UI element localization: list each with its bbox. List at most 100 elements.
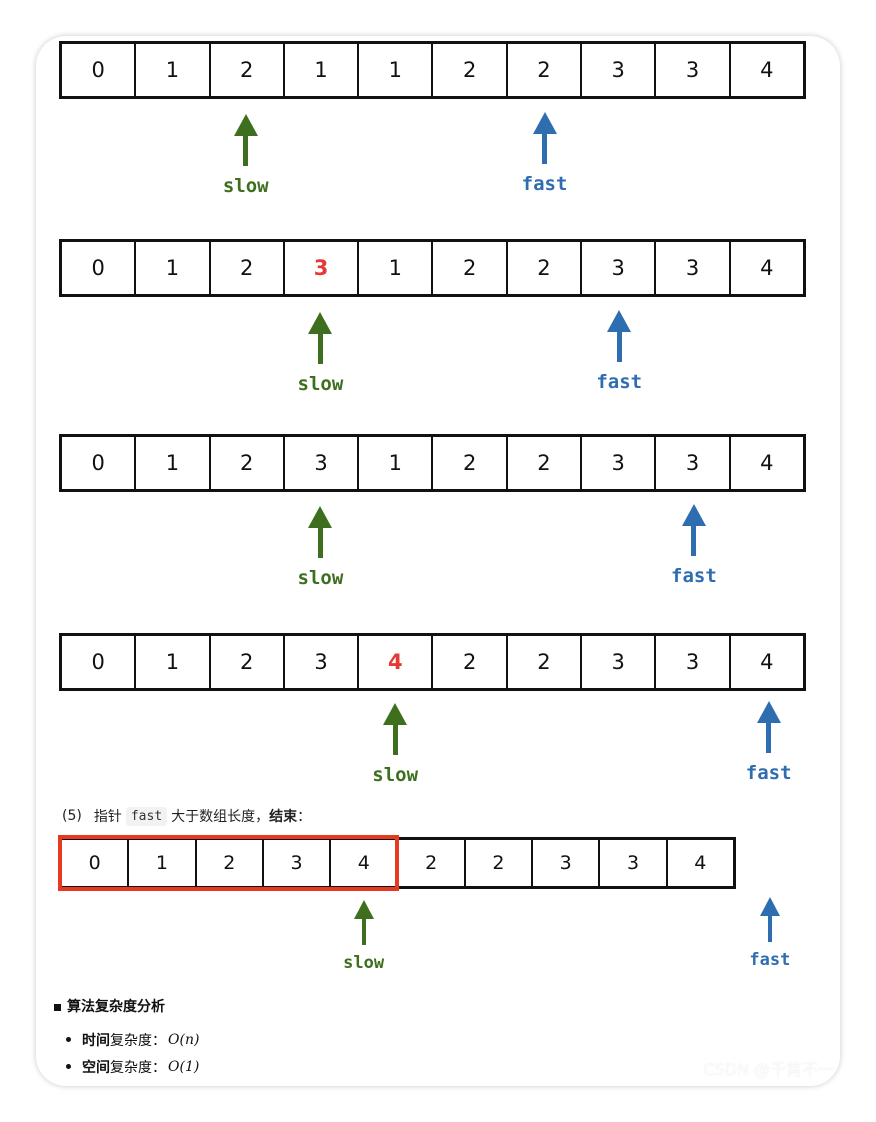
- step-bold-end: 结束: [269, 809, 298, 825]
- rows.3-cell: 3: [285, 636, 360, 688]
- rows.2-cell: 2: [433, 437, 508, 489]
- up-arrow-icon: [308, 506, 333, 528]
- square-bullet-icon: [54, 1003, 61, 1011]
- slow-label: slow: [372, 764, 419, 786]
- fast-label: fast: [745, 762, 792, 784]
- slow-pointer-1: slow: [201, 114, 291, 196]
- fast-label: fast: [671, 565, 717, 587]
- rows.0-cell: 3: [582, 44, 657, 96]
- slow-label: slow: [297, 567, 344, 589]
- complexity-heading: 算法复杂度分析: [54, 996, 165, 1016]
- final_row-cell: 3: [600, 840, 668, 886]
- rows.1-cell: 3: [285, 242, 360, 294]
- rows.2-cell: 1: [136, 437, 211, 489]
- rows.0-cell: 1: [359, 44, 434, 96]
- rows.0-cell: 1: [136, 44, 211, 96]
- slow-label: slow: [297, 373, 344, 395]
- list-item: 空间复杂度：O(1): [66, 1053, 199, 1080]
- up-arrow-icon: [532, 112, 557, 134]
- slow-pointer-3: slow: [275, 506, 365, 588]
- fast-pointer-2: fast: [574, 310, 664, 392]
- final_row-cell: 2: [398, 840, 466, 886]
- step-colon: ：: [297, 809, 312, 825]
- rows.1-cell: 0: [62, 242, 137, 294]
- inline-code: fast: [125, 806, 168, 826]
- up-arrow-icon: [383, 703, 408, 725]
- up-arrow-icon: [308, 312, 333, 334]
- fast-pointer-3: fast: [649, 504, 739, 586]
- rows.2-cell: 2: [508, 437, 583, 489]
- rows.3-cell: 4: [760, 650, 774, 674]
- fast-pointer-1: fast: [500, 112, 590, 194]
- rows.0-cell: 3: [656, 44, 731, 96]
- fast-pointer-final: fast: [725, 897, 815, 970]
- bullet-icon: [66, 1037, 71, 1042]
- fast-label: fast: [596, 371, 643, 393]
- complexity-list: 时间复杂度：O(n) 空间复杂度：O(1): [66, 1026, 199, 1080]
- rows.1-cell: 4: [760, 256, 774, 280]
- rows.2-cell: 3: [656, 437, 731, 489]
- rows.1-cell: 1: [359, 242, 434, 294]
- fast-label: fast: [749, 950, 791, 970]
- rows.0-cell: 2: [433, 44, 508, 96]
- final_row-cell: 2: [466, 840, 534, 886]
- rows.0-cell: 0: [62, 44, 137, 96]
- rows.2-cell: 3: [582, 437, 657, 489]
- rows.0-cell: 4: [760, 58, 774, 82]
- slow-label: slow: [222, 175, 269, 197]
- rows.3-cell: 2: [508, 636, 583, 688]
- rows.1-cell: 3: [656, 242, 731, 294]
- bullet-icon: [66, 1064, 71, 1069]
- rows.2-cell: 4: [760, 451, 774, 475]
- rows.1-cell: 3: [582, 242, 657, 294]
- rows.1-cell: 2: [211, 242, 285, 294]
- step-text-after: 大于数组长度，: [171, 809, 270, 825]
- slow-pointer-final: slow: [319, 900, 409, 973]
- final_row-cell: 0: [62, 840, 130, 886]
- final_row-cell: 3: [533, 840, 601, 886]
- up-arrow-icon: [607, 310, 632, 332]
- rows.3-cell: 3: [656, 636, 731, 688]
- rows.2-cell: 0: [62, 437, 137, 489]
- up-arrow-icon: [759, 897, 780, 916]
- slow-pointer-4: slow: [350, 703, 440, 785]
- slow-pointer-2: slow: [275, 312, 365, 394]
- rows.1-cell: 2: [433, 242, 508, 294]
- list-item: 时间复杂度：O(n): [66, 1026, 199, 1053]
- rows.2-cell: 1: [359, 437, 434, 489]
- rows.3-cell: 4: [359, 636, 434, 688]
- rows.2-cell: 3: [285, 437, 360, 489]
- slow-label: slow: [343, 953, 385, 973]
- final_row-cell: 2: [197, 840, 264, 886]
- up-arrow-icon: [681, 504, 706, 526]
- step-number: (5): [62, 808, 82, 824]
- fast-pointer-4: fast: [724, 701, 814, 783]
- rows.0-cell: 1: [285, 44, 360, 96]
- rows.3-cell: 3: [582, 636, 657, 688]
- up-arrow-icon: [756, 701, 781, 723]
- rows.3-cell: 1: [136, 636, 211, 688]
- rows.2-cell: 2: [211, 437, 285, 489]
- rows.3-cell: 2: [211, 636, 285, 688]
- final_row-cell: 1: [129, 840, 197, 886]
- step-text-before: 指针: [93, 809, 122, 825]
- rows.0-cell: 2: [508, 44, 583, 96]
- rows.1-cell: 2: [508, 242, 583, 294]
- rows.3-cell: 0: [62, 636, 137, 688]
- up-arrow-icon: [353, 900, 374, 919]
- watermark: CSDN @千筲不一: [703, 1060, 834, 1079]
- result-box: [58, 835, 399, 891]
- rows.1-cell: 1: [136, 242, 211, 294]
- rows.3-cell: 2: [433, 636, 508, 688]
- up-arrow-icon: [233, 114, 258, 136]
- final_row-cell: 3: [264, 840, 332, 886]
- step-5-caption: (5) 指针 fast 大于数组长度， 结束 ：: [62, 806, 311, 826]
- final_row-cell: 4: [694, 852, 707, 874]
- fast-label: fast: [521, 173, 568, 195]
- rows.0-cell: 2: [211, 44, 285, 96]
